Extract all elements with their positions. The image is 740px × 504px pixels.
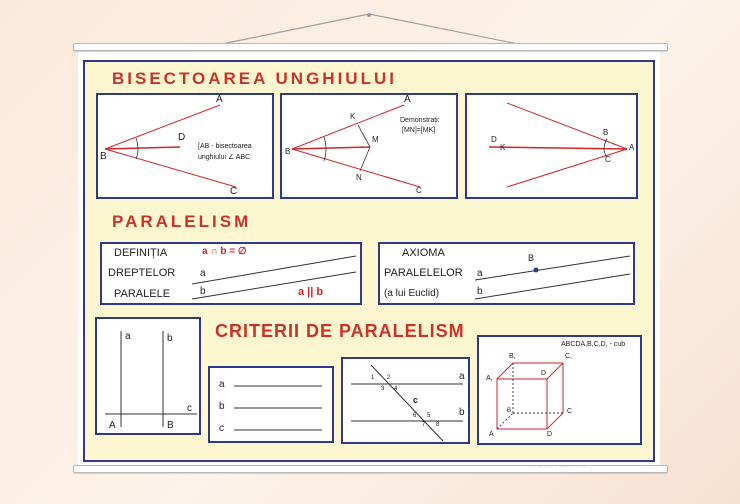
three-lines-panel: a b c (208, 366, 334, 443)
intersection-formula: a ∩ b = ∅ (202, 246, 247, 257)
point-a: A (404, 94, 411, 105)
angle-5: 5 (427, 413, 431, 419)
line-a-label: a (219, 379, 225, 390)
vertex-c1: C, (565, 353, 572, 360)
perpendicular-criterion-panel: a b c A B (95, 317, 201, 435)
parallel-relation: a || b (298, 286, 324, 298)
point-a: A (629, 143, 635, 152)
bisector-title: BISECTOAREA UNGHIULUI (112, 69, 397, 88)
angle-3: 3 (381, 386, 385, 392)
bisector-figure-3: A B C D K (465, 93, 638, 199)
angle-6: 6 (413, 413, 417, 419)
line-b-label: b (200, 286, 206, 297)
line-b-label: b (477, 286, 483, 297)
bisector-figure-1: A B C D [AB - bisectoarea unghiului ∠ AB… (96, 93, 274, 199)
angle-7: 7 (422, 422, 426, 428)
line-a-label: a (459, 371, 465, 382)
line-c-label: c (187, 403, 192, 414)
criteria-title: CRITERII DE PARALELISM (215, 321, 465, 341)
line-a-label: a (125, 331, 131, 342)
definition-line-2: DREPTELOR (108, 267, 176, 279)
axiom-panel: AXIOMA PARALELELOR (a lui Euclid) a b B (378, 242, 635, 305)
line-c-label: c (219, 423, 224, 434)
bisector-figure-2: A B C K M N Demonstrați: [MN]=[MK] (280, 93, 458, 199)
point-k: K (350, 112, 356, 121)
vertex-d: D (547, 431, 553, 438)
bisector-note-1: [AB - bisectoarea (198, 143, 252, 150)
point-c: C (230, 186, 238, 197)
axiom-line-2: PARALELELOR (384, 267, 463, 279)
angle-1: 1 (371, 375, 375, 381)
vertex-a: A (489, 431, 494, 438)
vertex-a1: A, (486, 375, 493, 382)
point-d: D (491, 135, 497, 144)
point-a: A (216, 94, 223, 105)
line-b-label: b (459, 407, 465, 418)
definition-line-3: PARALELE (114, 288, 171, 300)
line-a-label: a (200, 268, 206, 279)
point-m: M (372, 135, 379, 144)
point-c: C (416, 186, 422, 195)
demo-title: Demonstrați: (400, 117, 440, 124)
point-c: C (605, 155, 611, 164)
angle-8: 8 (436, 422, 440, 428)
point-d: D (178, 132, 186, 143)
cube-caption: ABCDA,B,C,D, - cub (561, 341, 626, 348)
point-k: K (500, 143, 506, 152)
bottom-rod (73, 465, 668, 473)
demo-equation: [MN]=[MK] (402, 127, 436, 134)
line-b-label: b (167, 333, 173, 344)
definition-line-1: DEFINIȚIA (114, 247, 168, 259)
point-b: B (100, 151, 107, 162)
angle-2: 2 (387, 375, 391, 381)
axiom-line-1: AXIOMA (402, 247, 445, 259)
parallel-title: PARALELISM (112, 212, 252, 231)
point-b: B (528, 253, 535, 263)
cube-panel: ABCDA,B,C,D, - cub B, C, A, D B C A D (477, 335, 642, 445)
bisector-note-2: unghiului ∠ ABC (198, 154, 251, 161)
transversal-panel: a b c 1 2 3 4 5 6 7 8 (341, 357, 470, 444)
point-n: N (356, 173, 362, 182)
vertex-b: B (507, 408, 512, 414)
vertex-c: C (567, 408, 573, 415)
line-a-label: a (477, 268, 483, 279)
angle-4: 4 (394, 386, 398, 392)
line-c-label: c (413, 395, 419, 405)
vertex-d1: D (541, 370, 547, 377)
point-b: B (167, 420, 174, 431)
vertex-b1: B, (509, 353, 516, 360)
point-b: B (285, 147, 291, 156)
top-rod (73, 43, 668, 51)
point-a: A (109, 420, 116, 431)
axiom-line-3: (a lui Euclid) (384, 288, 440, 299)
publisher-footer: ·· ··· ···· ··· · ·· ·· ·········· ··· ·… (528, 464, 586, 469)
parallel-definition-panel: DEFINIȚIA DREPTELOR PARALELE a ∩ b = ∅ a… (100, 242, 362, 305)
line-b-label: b (219, 401, 225, 412)
point-b: B (603, 128, 609, 137)
